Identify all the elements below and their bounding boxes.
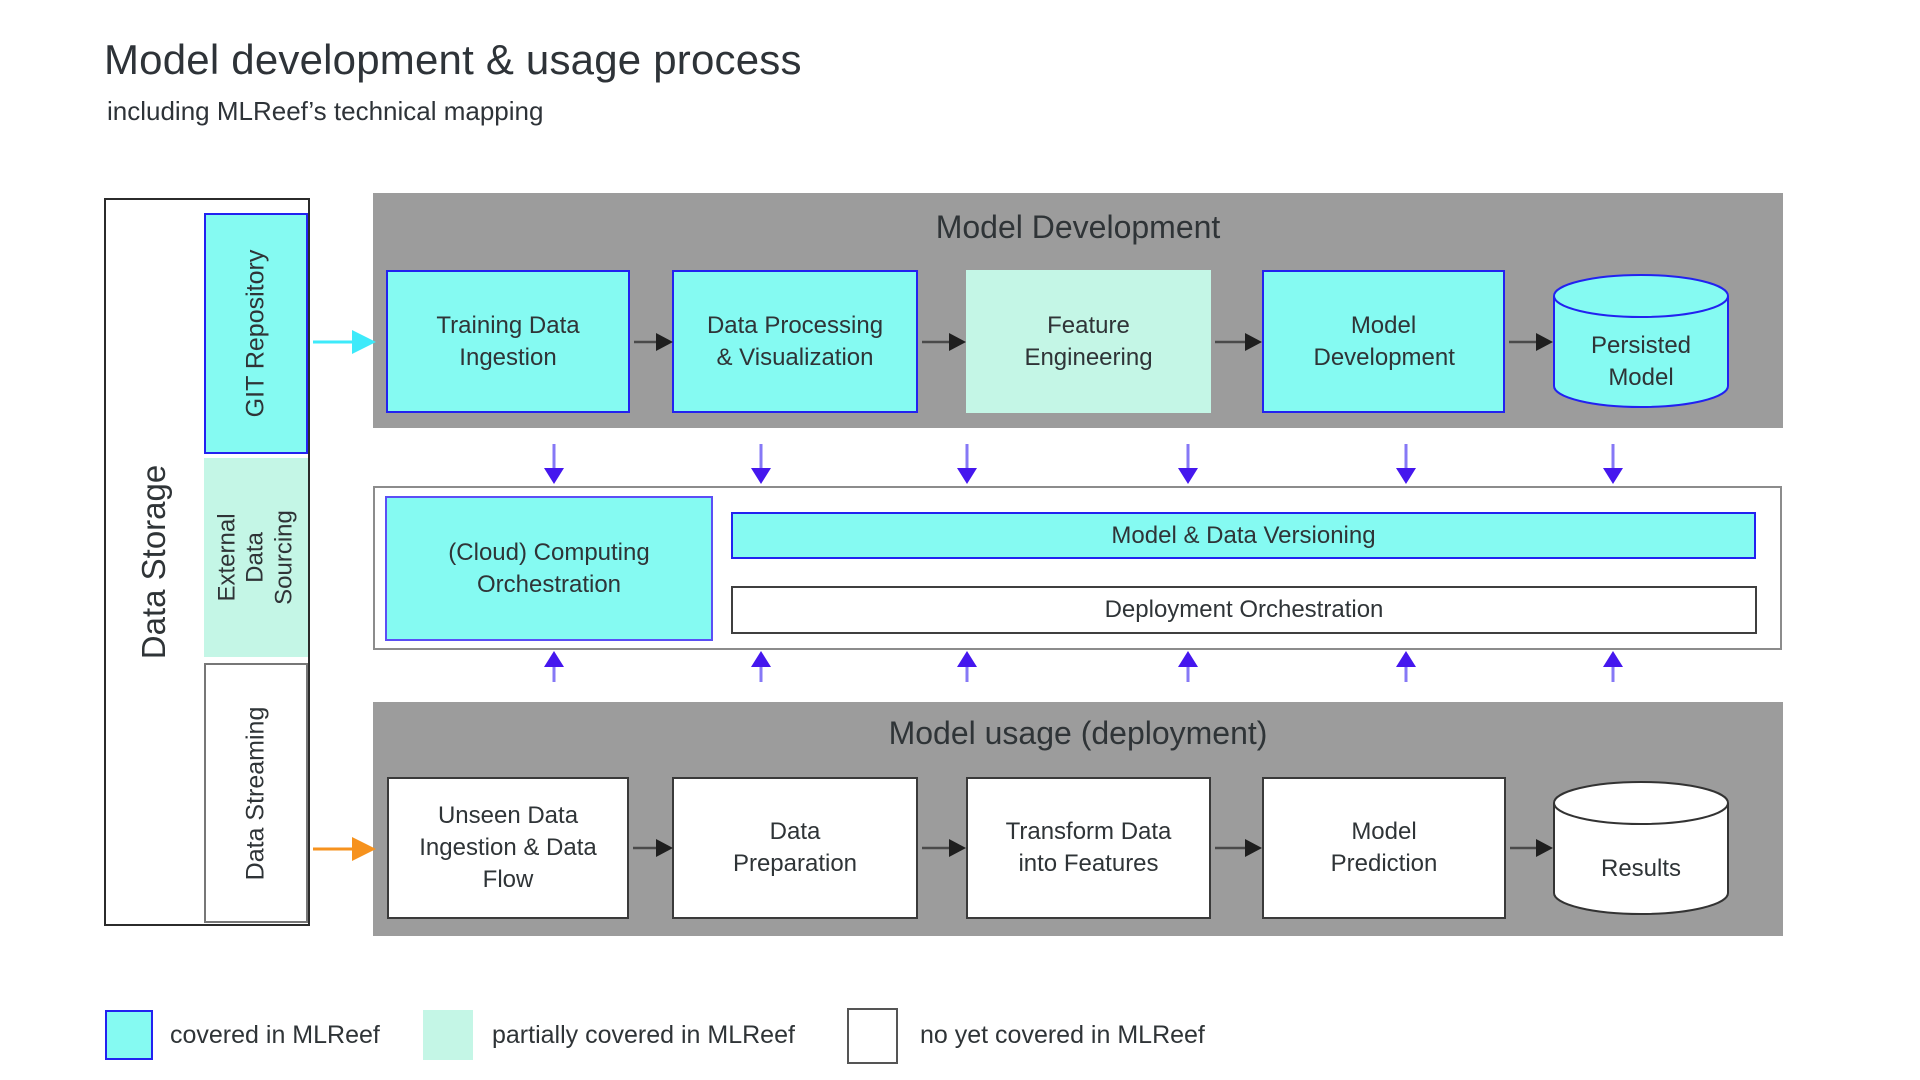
model-data-versioning-label: Model & Data Versioning	[1111, 521, 1376, 549]
step-box-data-processing-visualization: Data Processing & Visualization	[672, 270, 918, 413]
legend-swatch-covered	[105, 1010, 153, 1060]
step-label: Data Processing & Visualization	[706, 311, 884, 371]
step-label: Feature Engineering	[1024, 311, 1153, 371]
purple-up-arrow-icon	[1396, 651, 1416, 682]
storage-item-git-repository-label: GIT Repository	[241, 249, 270, 418]
step-label: Training Data Ingestion	[436, 311, 580, 371]
purple-up-arrow-icon	[751, 651, 771, 682]
step-label: Transform Data into Features	[1005, 818, 1172, 877]
purple-up-arrow-icon	[1178, 651, 1198, 682]
purple-down-arrow-icon	[1603, 444, 1623, 484]
purple-down-arrow-icon	[957, 444, 977, 484]
results-label: Results	[1600, 854, 1682, 882]
legend-label-partial: partially covered in MLReef	[492, 1020, 795, 1049]
deployment-orchestration-bar: Deployment Orchestration	[731, 586, 1757, 634]
purple-down-arrow-icon	[1178, 444, 1198, 484]
cyan-flow-arrow-icon	[313, 330, 376, 354]
purple-down-arrow-icon	[1396, 444, 1416, 484]
cylinder-shape	[1553, 781, 1729, 915]
purple-down-arrow-icon	[544, 444, 564, 484]
deployment-orchestration-label: Deployment Orchestration	[1104, 596, 1384, 624]
page-title: Model development & usage process	[104, 36, 802, 83]
model-development-band-header: Model Development	[935, 209, 1221, 245]
storage-item-external-data-sourcing: External Data Sourcing	[204, 458, 308, 657]
cloud-computing-orchestration-label: (Cloud) Computing Orchestration	[448, 538, 650, 598]
persisted-model-label: Persisted Model	[1590, 332, 1692, 391]
storage-item-external-data-sourcing-label: External Data Sourcing	[213, 510, 298, 605]
storage-item-git-repository: GIT Repository	[204, 213, 308, 454]
step-label: Data Preparation	[732, 818, 858, 877]
usage-box-transform-data-into-features: Transform Data into Features	[966, 777, 1211, 919]
purple-up-arrow-icon	[1603, 651, 1623, 682]
persisted-model-cylinder: Persisted Model	[1553, 271, 1729, 412]
results-cylinder: Results	[1553, 778, 1729, 919]
storage-item-data-streaming-label: Data Streaming	[241, 706, 270, 880]
purple-down-arrow-icon	[751, 444, 771, 484]
data-storage-label: Data Storage	[135, 464, 172, 660]
purple-up-arrow-icon	[544, 651, 564, 682]
storage-item-data-streaming: Data Streaming	[204, 663, 308, 923]
data-storage-label-area: Data Storage	[104, 198, 204, 926]
usage-box-model-prediction: Model Prediction	[1262, 777, 1506, 919]
step-label: Unseen Data Ingestion & Data Flow	[419, 802, 597, 893]
model-usage-band-header: Model usage (deployment)	[888, 715, 1268, 751]
legend-label-not-covered: no yet covered in MLReef	[920, 1020, 1205, 1049]
cloud-computing-orchestration-box: (Cloud) Computing Orchestration	[385, 496, 713, 641]
legend-swatch-partial	[423, 1010, 473, 1060]
legend-label-covered: covered in MLReef	[170, 1020, 380, 1049]
step-label: Model Prediction	[1330, 818, 1438, 877]
step-box-feature-engineering: Feature Engineering	[966, 270, 1211, 413]
cylinder-shape	[1553, 274, 1729, 408]
orange-flow-arrow-icon	[313, 837, 376, 861]
step-box-model-development: Model Development	[1262, 270, 1505, 413]
model-data-versioning-bar: Model & Data Versioning	[731, 512, 1756, 559]
step-label: Model Development	[1313, 311, 1455, 371]
purple-up-arrow-icon	[957, 651, 977, 682]
step-box-training-data-ingestion: Training Data Ingestion	[386, 270, 630, 413]
page-subtitle: including MLReef’s technical mapping	[107, 96, 544, 126]
usage-box-unseen-data-ingestion: Unseen Data Ingestion & Data Flow	[387, 777, 629, 919]
usage-box-data-preparation: Data Preparation	[672, 777, 918, 919]
legend-swatch-not-covered	[847, 1008, 898, 1064]
